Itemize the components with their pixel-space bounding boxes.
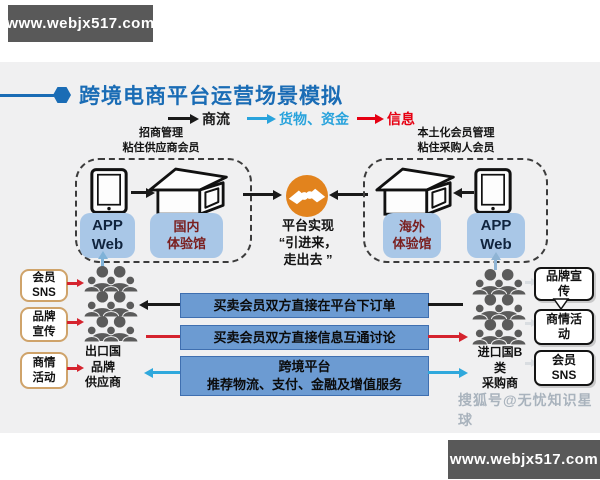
page-title: 跨境电商平台运营场景模拟 (79, 85, 343, 108)
arrow-info-right (428, 335, 459, 338)
handshake-icon (286, 175, 328, 217)
legend-arrow-black-icon (168, 117, 190, 120)
arrow-buyers-to-sns-box (525, 362, 531, 365)
legend-label-goods-funds: 货物、资金 (279, 111, 349, 127)
hollow-down-arrow-icon (552, 298, 570, 310)
buyer-app-web-label: APP Web (467, 213, 525, 258)
bottom-watermark-banner: www.webjx517.com (448, 440, 600, 479)
legend-label-information: 信息 (387, 111, 415, 127)
line-orders-right (428, 303, 463, 306)
buyer-management-caption: 本土化会员管理 粘住采购人会员 (417, 127, 495, 155)
arrow-suppliers-to-app (101, 259, 104, 270)
arrow-buyers-to-brand-box (525, 281, 531, 284)
tablet-icon (88, 167, 130, 215)
arrow-tablet-to-overseas-hall (462, 191, 474, 194)
buyer-box-member-sns: 会员 SNS (534, 350, 594, 386)
arrow-services-right (428, 371, 459, 374)
arrow-buyers-to-app (494, 260, 497, 270)
top-watermark-banner: www.webjx517.com (6, 5, 155, 42)
buyer-box-market-activity: 商情活 动 (534, 309, 594, 345)
buyer-people-caption: 进口国B 类 采购商 (477, 345, 523, 391)
arrow-orders-left (148, 303, 180, 306)
sohu-watermark: 搜狐号@无忧知识星球 (458, 392, 593, 428)
arrow-buyers-to-activity-box (525, 322, 531, 325)
supplier-box-member-sns: 会员 SNS (20, 269, 68, 302)
title-rule-line (0, 94, 54, 97)
overseas-hall-label: 海外 体验馆 (383, 213, 441, 258)
arrow-brand-to-suppliers (67, 321, 77, 324)
bar-info-exchange: 买卖会员双方直接信息互通讨论 (180, 325, 429, 350)
supplier-platform-container (75, 158, 252, 263)
arrow-activity-to-suppliers (67, 367, 77, 370)
buyer-platform-container (363, 158, 548, 263)
supplier-crowd-icon (82, 315, 140, 342)
legend-label-trade-flow: 商流 (202, 111, 230, 127)
line-info-left (146, 335, 180, 338)
supplier-box-brand-promo: 品牌 宣传 (20, 307, 68, 342)
supplier-crowd-icon (82, 265, 140, 292)
arrow-sns-to-suppliers (67, 282, 77, 285)
domestic-hall-label: 国内 体验馆 (150, 213, 223, 258)
legend-arrow-red-icon (357, 117, 375, 120)
domestic-hall-house-icon (141, 161, 236, 219)
hexagon-bullet-icon (53, 87, 71, 103)
buyer-crowd-icon (470, 293, 528, 320)
arrow-services-left (153, 371, 180, 374)
platform-goal-text: 平台实现 “引进来， 走出去 ” (278, 218, 338, 267)
legend-arrow-blue-icon (247, 117, 267, 120)
top-banner-text: www.webjx517.com (6, 15, 155, 32)
tablet-icon (472, 167, 514, 215)
buyer-crowd-icon (470, 268, 528, 295)
bar-value-added-services: 跨境平台 推荐物流、支付、金融及增值服务 (180, 356, 429, 396)
arrow-tablet-to-domestic-hall (131, 191, 146, 194)
arrow-overseas-to-platform (338, 193, 368, 196)
supplier-crowd-icon (82, 290, 140, 317)
arrow-domestic-to-platform (243, 193, 273, 196)
supplier-box-market-activity: 商情 活动 (20, 352, 68, 389)
buyer-crowd-icon (470, 318, 528, 345)
bar-direct-orders: 买卖会员双方直接在平台下订单 (180, 293, 429, 318)
supplier-app-web-label: APP Web (80, 213, 135, 258)
supplier-management-caption: 招商管理 粘住供应商会员 (122, 127, 200, 155)
supplier-people-caption: 出口国 品牌 供应商 (84, 344, 121, 390)
bottom-banner-text: www.webjx517.com (449, 451, 599, 468)
buyer-box-brand-promo: 品牌宣 传 (534, 267, 594, 301)
overseas-hall-house-icon (368, 161, 463, 219)
